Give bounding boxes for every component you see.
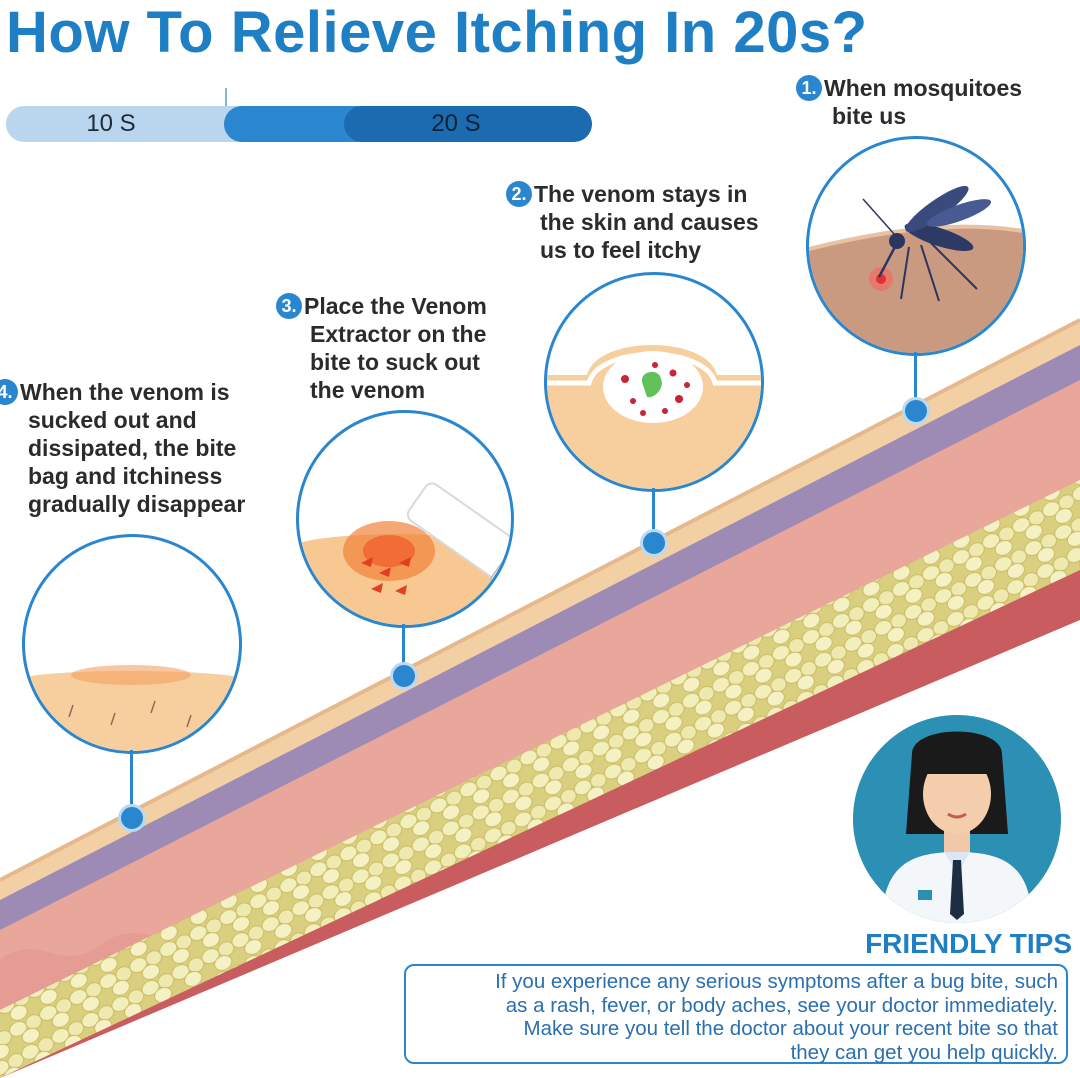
step-4-circle [22,534,242,754]
step-3-line-2: Extractor on the [310,321,487,347]
step-4-line-2: sucked out and [28,407,197,433]
step-2-line-3: us to feel itchy [540,237,702,263]
healed-skin-icon [25,665,239,751]
step-2-text: 2.The venom stays in the skin and causes… [506,180,806,264]
tips-line-2: as a rash, fever, or body aches, see you… [505,993,1058,1017]
doctor-avatar-icon [853,715,1061,923]
step-1-marker [902,397,930,425]
step-3-connector [402,624,405,664]
step-3-marker [390,662,418,690]
step-4-line-5: gradually disappear [28,491,246,517]
step-3-text: 3.Place the Venom Extractor on the bite … [276,292,556,404]
friendly-tips-title: FRIENDLY TIPS [865,928,1072,959]
step-4-line-3: dissipated, the bite [28,435,237,461]
venom-extractor-icon [299,482,511,625]
step-1-text: 1.When mosquitoes bite us [796,74,1080,130]
step-3-line-3: bite to suck out [310,349,480,375]
step-4-marker [118,804,146,832]
page-title: How To Relieve Itching In 20s? [6,0,868,65]
timeline-track [6,106,592,142]
tips-line-4: they can get you help quickly. [790,1040,1058,1064]
step-2-marker [640,529,668,557]
step-4-number: 4. [0,379,18,405]
step-2-line-2: the skin and causes [540,209,759,235]
step-1-line-1: When mosquitoes [824,75,1023,101]
step-3-line-1: Place the Venom [304,293,487,319]
step-3-circle [296,410,514,628]
muscle-layer [0,570,1080,1078]
step-3-number: 3. [276,293,302,319]
fat-layer [0,480,1080,1078]
timeline-tick [225,88,227,106]
mosquito-icon [809,185,1023,353]
step-2-circle [544,272,764,492]
friendly-tips-box: If you experience any serious symptoms a… [404,964,1068,1064]
step-1-number: 1. [796,75,822,101]
step-1-circle [806,136,1026,356]
step-2-connector [652,488,655,532]
step-1-line-2: bite us [832,103,907,129]
step-4-line-4: bag and itchiness [28,463,223,489]
step-2-line-1: The venom stays in [534,181,748,207]
timeline-label-10s: 10 S [86,110,136,137]
timeline-label-20s: 20 S [431,110,481,137]
step-3-line-4: the venom [310,377,426,403]
tips-line-1: If you experience any serious symptoms a… [495,970,1058,993]
step-4-text: 4.When the venom is sucked out and dissi… [0,378,296,518]
step-4-line-1: When the venom is [20,379,230,405]
step-1-connector [914,352,917,404]
step-2-number: 2. [506,181,532,207]
venom-in-skin-icon [547,345,761,489]
tips-line-3: Make sure you tell the doctor about your… [523,1017,1058,1040]
timeline-fill-dark [344,106,592,142]
timeline-bar: 10 S 20 S [6,88,596,144]
step-4-connector [130,750,133,806]
